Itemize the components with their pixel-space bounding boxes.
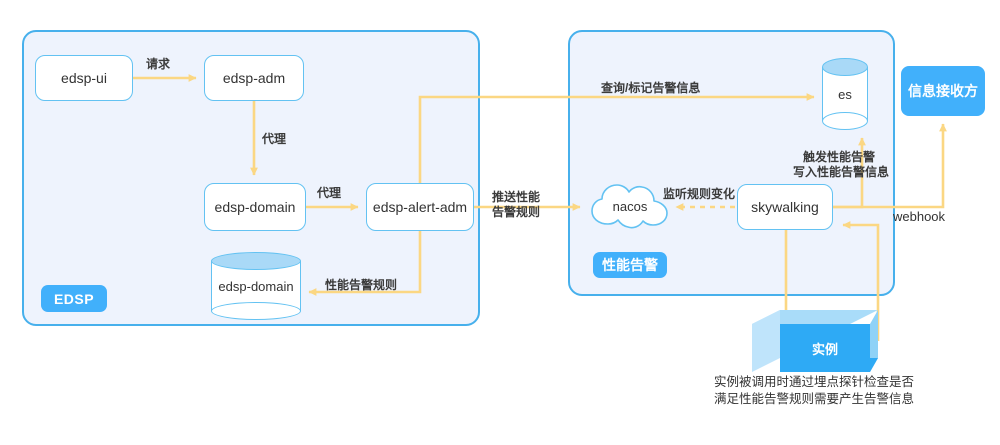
- node-edsp-ui[interactable]: edsp-ui: [35, 55, 133, 101]
- database-edsp-domain[interactable]: edsp-domain: [211, 252, 301, 320]
- node-edsp-domain-service-label: edsp-domain: [214, 199, 296, 215]
- cloud-icon: [591, 184, 668, 229]
- node-edsp-alert-adm[interactable]: edsp-alert-adm: [366, 183, 474, 231]
- node-edsp-alert-adm-label: edsp-alert-adm: [372, 199, 468, 215]
- cube-icon: [752, 310, 878, 372]
- database-es-label: es: [838, 86, 852, 102]
- edge-label-proxy-adm-domain: 代理: [262, 132, 287, 146]
- node-instance-label: 实例: [811, 341, 838, 357]
- cylinder-top: [822, 58, 868, 76]
- node-edsp-adm[interactable]: edsp-adm: [204, 55, 304, 101]
- edge-label-trigger-line2: 写入性能告警信息: [793, 165, 890, 179]
- edge-label-push-rule-line2: 告警规则: [492, 205, 541, 219]
- edge-label-query-mark-alert: 查询/标记告警信息: [601, 81, 701, 95]
- node-nacos[interactable]: nacos: [588, 180, 672, 232]
- instance-caption-line2: 满足性能告警规则需要产生告警信息: [714, 392, 915, 406]
- cylinder-top: [211, 252, 301, 270]
- group-badge-edsp: EDSP: [41, 285, 107, 312]
- edge-label-request: 请求: [146, 57, 171, 71]
- node-edsp-adm-label: edsp-adm: [222, 70, 286, 86]
- node-nacos-label: nacos: [612, 198, 648, 214]
- node-skywalking[interactable]: skywalking: [737, 184, 833, 230]
- node-edsp-domain-service[interactable]: edsp-domain: [204, 183, 306, 231]
- node-instance[interactable]: 实例: [752, 310, 878, 372]
- cylinder-bottom: [211, 302, 301, 320]
- node-edsp-ui-label: edsp-ui: [61, 70, 107, 86]
- edge-label-push-rule-line1: 推送性能: [492, 190, 541, 204]
- node-skywalking-label: skywalking: [751, 199, 819, 215]
- instance-caption-line1: 实例被调用时通过埋点探针检查是否: [714, 375, 915, 389]
- node-information-receiver[interactable]: 信息接收方: [901, 66, 985, 116]
- group-badge-edsp-label: EDSP: [53, 290, 95, 307]
- cylinder-bottom: [822, 112, 868, 130]
- edge-label-proxy-domain-alert: 代理: [317, 186, 342, 200]
- group-badge-performance-alert: 性能告警: [593, 252, 667, 278]
- edge-label-trigger-line1: 触发性能告警: [803, 150, 876, 164]
- edge-label-listen-rule-change: 监听规则变化: [663, 187, 736, 201]
- database-es[interactable]: es: [822, 58, 868, 130]
- database-edsp-domain-label: edsp-domain: [218, 278, 294, 294]
- edge-label-webhook: webhook: [893, 209, 946, 224]
- group-badge-performance-alert-label: 性能告警: [602, 257, 658, 273]
- edge-label-perf-alert-rule: 性能告警规则: [325, 278, 398, 292]
- node-information-receiver-label: 信息接收方: [908, 83, 978, 99]
